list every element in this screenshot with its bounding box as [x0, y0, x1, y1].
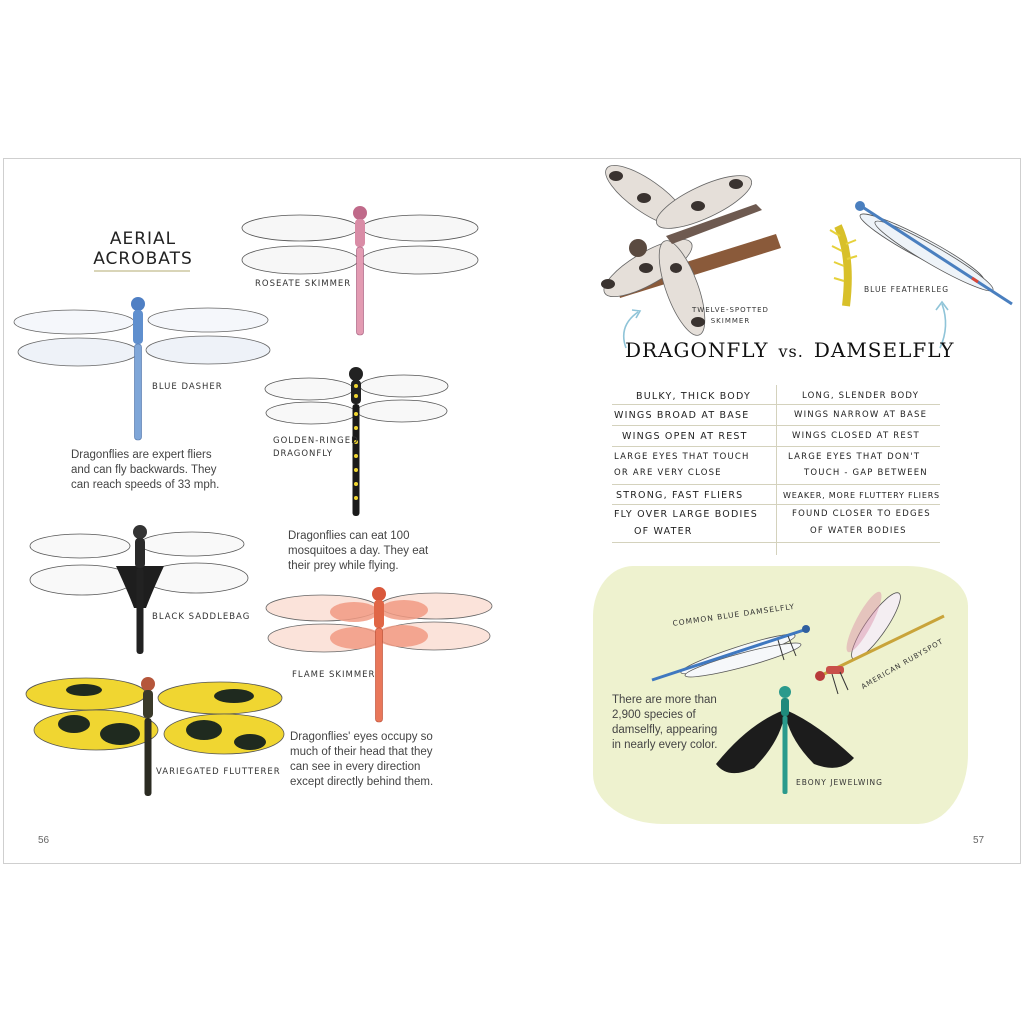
label-blue-dasher: BLUE DASHER — [152, 382, 223, 392]
dragonfly-trait: WINGS BROAD AT BASE — [614, 410, 750, 421]
damselfly-trait: LONG, SLENDER BODY — [802, 391, 920, 401]
dragonfly-trait: STRONG, FAST FLIERS — [616, 490, 744, 501]
american-rubyspot-illustration — [815, 591, 945, 695]
damselfly-trait: WINGS CLOSED AT REST — [792, 431, 920, 441]
title-underline — [94, 270, 190, 272]
variegated-flutterer-illustration — [25, 677, 285, 796]
comparison-title: DRAGONFLY vs. DAMSELFLY — [625, 338, 954, 362]
damselfly-trait: WEAKER, MORE FLUTTERY FLIERS — [783, 491, 940, 500]
fact-text-eyes: Dragonflies' eyes occupy so much of thei… — [290, 731, 434, 788]
label-black-saddlebag: BLACK SADDLEBAG — [152, 612, 251, 622]
fact-text-mosquitoes: Dragonflies can eat 100 mosquitoes a day… — [288, 530, 429, 572]
roseate-skimmer-illustration — [241, 206, 479, 336]
table-rule — [612, 446, 940, 447]
damselfly-trait: WINGS NARROW AT BASE — [794, 410, 928, 420]
dragonfly-trait: FLY OVER LARGE BODIES OF WATER — [614, 509, 758, 537]
label-variegated-flutterer: VARIEGATED FLUTTERER — [156, 767, 281, 777]
label-golden-ringed: GOLDEN-RINGED DRAGONFLY — [273, 436, 359, 459]
title-vs: vs. — [778, 342, 804, 361]
table-rule — [612, 542, 940, 543]
table-divider-vertical — [776, 385, 777, 555]
table-rule — [612, 425, 940, 426]
table-rule — [612, 504, 940, 505]
golden-ringed-dragonfly-illustration — [264, 367, 449, 516]
page-number-left: 56 — [38, 835, 50, 846]
damselfly-fact-text: There are more than 2,900 species of dam… — [612, 694, 718, 751]
flame-skimmer-illustration — [265, 587, 493, 723]
blue-dasher-illustration — [13, 297, 271, 441]
dragonfly-trait: LARGE EYES THAT TOUCH OR ARE VERY CLOSE — [614, 452, 750, 478]
label-blue-featherleg: BLUE FEATHERLEG — [864, 285, 950, 294]
damselfly-trait: FOUND CLOSER TO EDGES OF WATER BODIES — [792, 509, 931, 536]
arrow-to-damselfly — [935, 300, 949, 349]
damselfly-trait: LARGE EYES THAT DON'T TOUCH - GAP BETWEE… — [788, 452, 928, 478]
ebony-jewelwing-illustration — [716, 686, 854, 794]
blue-featherleg-illustration — [829, 201, 1013, 307]
common-blue-damselfly-illustration — [651, 625, 810, 682]
fact-text-speed: Dragonflies are expert fliers and can fl… — [71, 449, 220, 491]
label-roseate-skimmer: ROSEATE SKIMMER — [255, 279, 352, 289]
title-dragonfly: DRAGONFLY — [625, 338, 769, 362]
table-rule — [612, 484, 940, 485]
twelve-spotted-skimmer-illustration — [601, 165, 781, 336]
dragonfly-trait: WINGS OPEN AT REST — [622, 431, 748, 442]
black-saddlebag-illustration — [29, 525, 249, 654]
label-ebony-jewelwing: EBONY JEWELWING — [796, 778, 883, 787]
dragonfly-trait: BULKY, THICK BODY — [636, 391, 751, 402]
label-twelve-spotted: TWELVE-SPOTTED SKIMMER — [692, 306, 769, 325]
page-number-right: 57 — [973, 835, 985, 846]
title-damselfly: DAMSELFLY — [813, 338, 955, 362]
table-rule — [612, 404, 940, 405]
arrow-to-dragonfly — [622, 309, 642, 349]
section-title: AERIAL ACROBATS — [93, 229, 193, 269]
label-flame-skimmer: FLAME SKIMMER — [292, 670, 376, 680]
